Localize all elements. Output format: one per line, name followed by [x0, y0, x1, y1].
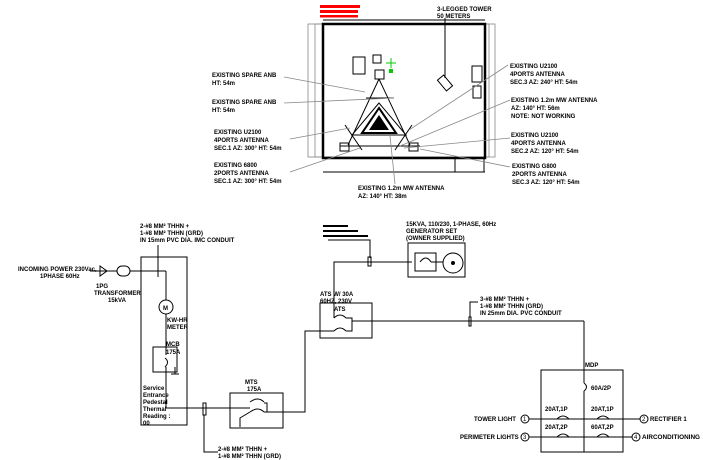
load-label: RECTIFIER 1: [650, 417, 687, 423]
label-u2100-sec2: EXISTING U2100: [511, 133, 559, 139]
label-u2100-sec3-type: 4PORTS ANTENNA: [510, 72, 565, 78]
load-label: PERIMETER LIGHTS: [460, 435, 519, 441]
tower-icon: [339, 78, 420, 152]
conduit-right-label-3: IN 25mm DIA. PVC CONDUIT: [480, 311, 562, 317]
mts-label: MTS: [245, 380, 258, 386]
label-g800-sec3: EXISTING G800: [512, 164, 557, 170]
branch-breakers-icon: [556, 415, 610, 438]
label-u2100-sec1-type: 4PORTS ANTENNA: [214, 138, 269, 144]
compound-fence: [321, 22, 487, 160]
mcb-label: MCB: [166, 342, 180, 348]
generator-type: GENERATOR SET: [406, 229, 457, 235]
main-breaker-icon: [583, 382, 587, 392]
label-spare-anb-1-height: HT: 54m: [212, 81, 235, 87]
conduit-right-label-2: 1-#8 MM² THHN (GRD): [480, 303, 543, 310]
generator-supplier: (OWNER SUPPLIED): [406, 236, 465, 242]
conduit-top-label: 2-#8 MM² THHN +: [140, 223, 190, 230]
ats-inner-label: ATS: [334, 307, 346, 313]
generator-box: [407, 242, 466, 278]
label-mw-bottom: EXISTING 1.2m MW ANTENNA: [358, 186, 445, 192]
label-mw-not-working: EXISTING 1.2m MW ANTENNA: [511, 98, 598, 104]
ats-rating: 60HZ, 230V: [320, 299, 352, 305]
label-g800-sec1-type: 2PORTS ANTENNA: [214, 171, 269, 177]
conduit-right-label: 3-#8 MM² THHN +: [480, 296, 530, 303]
mcb-box: [152, 346, 178, 373]
generator-label: 15KVA, 110/230, 1-PHASE, 60Hz: [406, 222, 496, 228]
title-bar: [320, 5, 360, 8]
label-spare-anb-1: EXISTING SPARE ANB: [212, 73, 277, 79]
breaker-1-rating: 20AT,1P: [545, 407, 568, 413]
load-number: 3: [523, 435, 527, 441]
tower-title: 3-LEGGED TOWER: [437, 7, 492, 13]
mts-box: [229, 392, 284, 429]
transformer-label: 1PG: [96, 284, 108, 290]
meter-symbol: M: [163, 306, 168, 312]
conduit-top-label-2: 1-#8 MM² THHN (GRD): [140, 230, 203, 237]
load-label: AIRCONDITIONING: [642, 435, 700, 441]
panel-note-4: Thermal: [143, 407, 167, 413]
label-g800-sec1: EXISTING 6800: [214, 163, 258, 169]
mdp-main-rating: 60A/2P: [591, 386, 611, 392]
label-u2100-sec2-type: 4PORTS ANTENNA: [511, 141, 566, 147]
load-number: 2: [642, 417, 646, 423]
panel-note-5: Reading :: [143, 414, 170, 420]
mdp-box: [540, 369, 624, 453]
mts-rating: 175A: [247, 387, 262, 393]
panel-note: Service: [143, 386, 165, 392]
conduit-top-label-3: IN 15mm PVC DIA. IMC CONDUIT: [140, 238, 235, 244]
ats-switch-icon: [333, 314, 347, 332]
single-line-diagram: 2-#8 MM² THHN + 1-#8 MM² THHN (GRD) IN 1…: [18, 222, 700, 460]
transformer-rating: 15kVA: [108, 298, 127, 304]
switch-icon: [249, 398, 265, 413]
title-bar: [320, 15, 358, 18]
label-g800-sec3-az: SEC.3 AZ: 120° HT: 54m: [512, 180, 580, 186]
label-u2100-sec1: EXISTING U2100: [214, 130, 262, 136]
load-perimeter-lights: 3 PERIMETER LIGHTS: [460, 432, 530, 442]
label-spare-anb-2: EXISTING SPARE ANB: [212, 100, 277, 106]
load-aircon: 4 AIRCONDITIONING: [631, 432, 700, 442]
tower-height: 50 METERS: [437, 14, 470, 20]
transformer-icon: [116, 265, 131, 277]
label-u2100-sec3-az: SEC.3 AZ: 240° HT: 54m: [510, 80, 578, 86]
title-bar: [320, 10, 358, 13]
incoming-power-label: INCOMING POWER 230Vac,: [18, 267, 97, 273]
label-g800-sec1-az: SEC.1 AZ: 300° HT: 54m: [214, 179, 282, 185]
panel-note-2: Entrance: [143, 393, 169, 399]
mdp-label: MDP: [585, 363, 598, 369]
breaker-icon: [164, 357, 168, 368]
ats-label: ATS W/ 30A: [320, 292, 354, 298]
panel-note-3: Pedestal: [143, 400, 168, 406]
label-mw-bottom-az: AZ: 140° HT: 38m: [358, 194, 407, 200]
label-mw-az: AZ: 140° HT: 56m: [511, 106, 560, 112]
survey-marker-icon: [386, 58, 396, 73]
load-label: TOWER LIGHT: [474, 417, 516, 423]
transformer-type: TRANSFORMER: [94, 291, 141, 297]
breaker-4-rating: 60AT,2P: [591, 425, 614, 431]
label-u2100-sec3: EXISTING U2100: [510, 64, 558, 70]
label-g800-sec3-type: 2PORTS ANTENNA: [512, 172, 567, 178]
load-number: 1: [523, 417, 527, 423]
meter-label-2: METER: [167, 325, 189, 331]
label-spare-anb-2-height: HT: 54m: [212, 108, 235, 114]
panel-note-6: 00: [143, 421, 150, 427]
conduit-bottom-label-2: 1-#8 MM² THHN (GRD): [218, 453, 281, 460]
label-u2100-sec1-az: SEC.1 AZ: 300° HT: 54m: [214, 146, 282, 152]
label-u2100-sec2-az: SEC.2 AZ: 120° HT: 54m: [511, 149, 579, 155]
conduit-bottom-label: 2-#8 MM² THHN +: [218, 446, 268, 453]
service-panel: [140, 256, 188, 426]
load-rectifier: 2 RECTIFIER 1: [639, 414, 687, 424]
load-number: 4: [634, 435, 638, 441]
site-plan: 3-LEGGED TOWER 50 METERS: [212, 5, 598, 200]
meter-label: KW-HR: [167, 318, 188, 324]
incoming-power-phase: 1PHASE 60Hz: [40, 274, 80, 280]
label-mw-note: NOTE: NOT WORKING: [511, 114, 576, 120]
load-tower-light: 1 TOWER LIGHT: [474, 414, 530, 424]
mcb-rating: 175A: [166, 350, 181, 356]
breaker-3-rating: 20AT,2P: [545, 425, 568, 431]
breaker-2-rating: 20AT,1P: [591, 407, 614, 413]
generator-icon: [442, 252, 464, 274]
